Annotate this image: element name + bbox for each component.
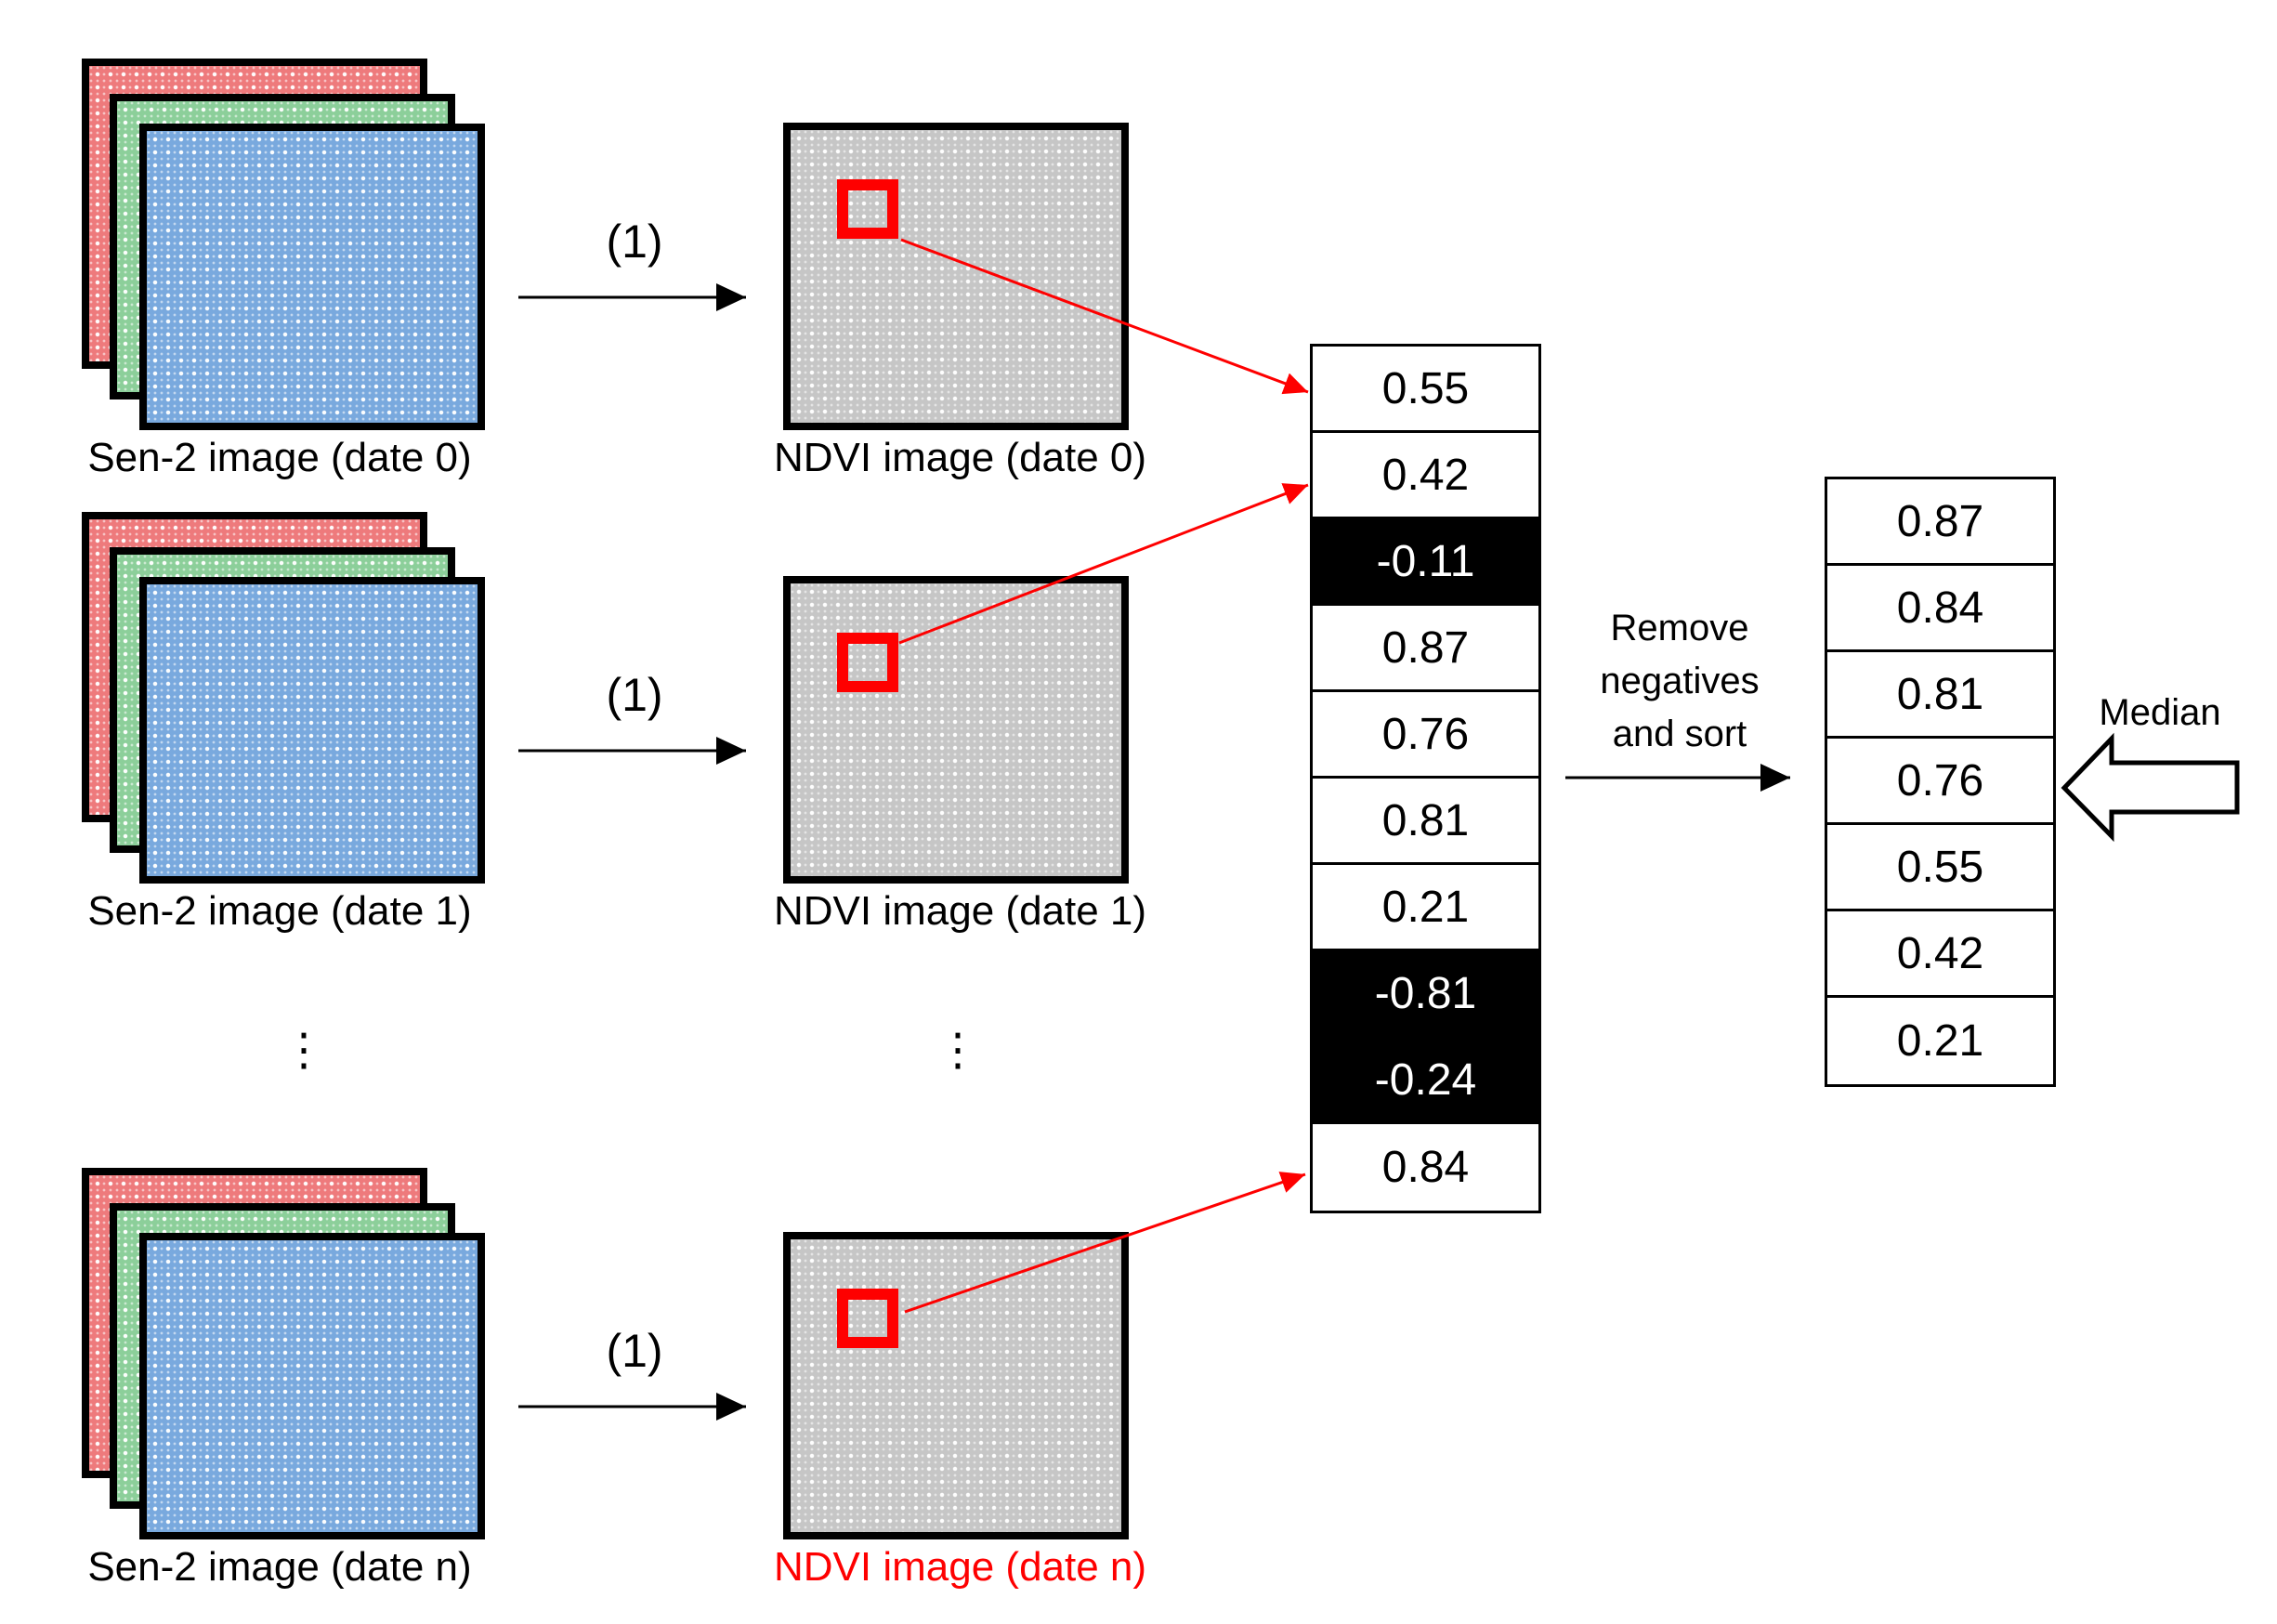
median-label: Median xyxy=(2099,692,2221,733)
ndvi-image-label: NDVI image (date 1) xyxy=(774,888,1147,934)
ndvi-image xyxy=(783,1232,1129,1539)
pixel-value-cell: -0.11 xyxy=(1313,519,1538,606)
sen2-image-label: Sen-2 image (date 0) xyxy=(87,435,472,480)
row-date-n: Sen-2 image (date n) (1) NDVI image (dat… xyxy=(0,1109,2277,1594)
pixel-value-cell: -0.24 xyxy=(1313,1038,1538,1124)
equation-step-label: (1) xyxy=(606,1325,663,1377)
ndvi-image-label: NDVI image (date n) xyxy=(774,1544,1147,1590)
sorted-value-cell: 0.81 xyxy=(1827,652,2053,739)
sen2-image-label: Sen-2 image (date 1) xyxy=(87,888,472,934)
pixel-value-cell: 0.87 xyxy=(1313,606,1538,692)
pixel-highlight-square xyxy=(837,1289,898,1348)
remove-sort-label-line: negatives xyxy=(1600,661,1760,701)
pixel-highlight-square xyxy=(837,633,898,692)
remove-sort-label-line: Remove xyxy=(1610,608,1749,648)
remove-sort-label-line: and sort xyxy=(1612,714,1747,754)
sorted-value-cell: 0.21 xyxy=(1827,998,2053,1084)
pixel-value-cell: 0.76 xyxy=(1313,692,1538,779)
pixel-value-cell: 0.84 xyxy=(1313,1124,1538,1211)
ndvi-image xyxy=(783,123,1129,430)
sorted-value-cell: 0.84 xyxy=(1827,566,2053,652)
row-date-1: Sen-2 image (date 1) (1) NDVI image (dat… xyxy=(0,453,2277,938)
pixel-value-cell: 0.42 xyxy=(1313,433,1538,519)
ndvi-image-label: NDVI image (date 0) xyxy=(774,435,1147,480)
ndvi-image xyxy=(783,576,1129,884)
sen2-blue-band-layer xyxy=(139,1233,485,1539)
pixel-highlight-square xyxy=(837,179,898,239)
sorted-value-cell: 0.76 xyxy=(1827,739,2053,825)
pixel-value-cell: 0.21 xyxy=(1313,865,1538,951)
remove-sort-label: Remove negatives and sort xyxy=(1563,602,1797,761)
equation-step-label: (1) xyxy=(606,216,663,268)
stack-continuation-dots: ⋮ xyxy=(281,1024,326,1076)
sen2-image-label: Sen-2 image (date n) xyxy=(87,1544,472,1590)
sorted-value-cell: 0.55 xyxy=(1827,825,2053,911)
sen2-blue-band-layer xyxy=(139,124,485,430)
sorted-value-cell: 0.87 xyxy=(1827,479,2053,566)
pixel-value-cell: 0.81 xyxy=(1313,779,1538,865)
sen2-blue-band-layer xyxy=(139,577,485,884)
equation-step-label: (1) xyxy=(606,669,663,721)
ndvi-continuation-dots: ⋮ xyxy=(936,1024,980,1076)
pixel-value-cell: -0.81 xyxy=(1313,951,1538,1038)
row-date-0: Sen-2 image (date 0) (1) NDVI image (dat… xyxy=(0,0,2277,485)
sorted-value-cell: 0.42 xyxy=(1827,911,2053,998)
pixel-value-cell: 0.55 xyxy=(1313,347,1538,433)
